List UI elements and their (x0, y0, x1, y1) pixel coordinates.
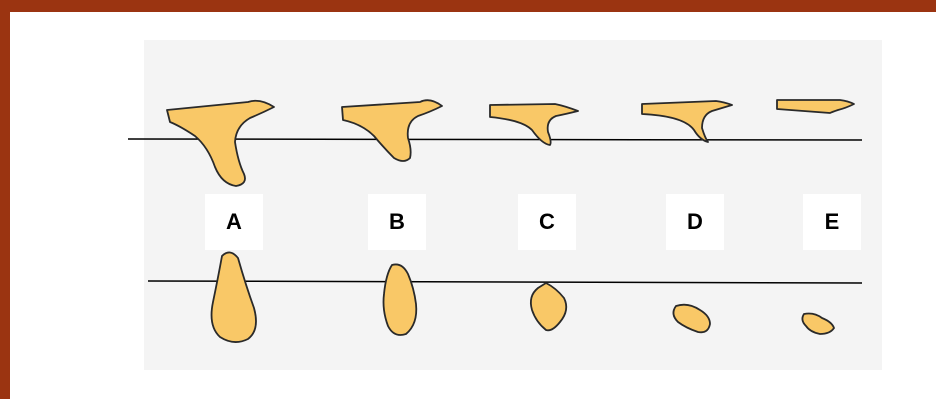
top-reference-line (128, 139, 862, 140)
profile-shape-b (342, 100, 442, 161)
profile-shape-a (167, 101, 274, 186)
label-c: C (518, 194, 576, 250)
cross-section-b (384, 264, 417, 335)
profile-shape-e (777, 100, 854, 113)
cross-section-d (673, 305, 710, 333)
label-b: B (368, 194, 426, 250)
diagram-frame: A B C D E (0, 0, 936, 399)
label-e: E (803, 194, 861, 250)
diagram-artwork (10, 12, 936, 411)
bottom-reference-line (148, 281, 862, 283)
cross-section-e (802, 314, 834, 335)
cross-section-c (531, 283, 566, 330)
label-a: A (205, 194, 263, 250)
cross-section-a (212, 252, 256, 342)
label-d: D (666, 194, 724, 250)
profile-shape-d (642, 101, 732, 142)
